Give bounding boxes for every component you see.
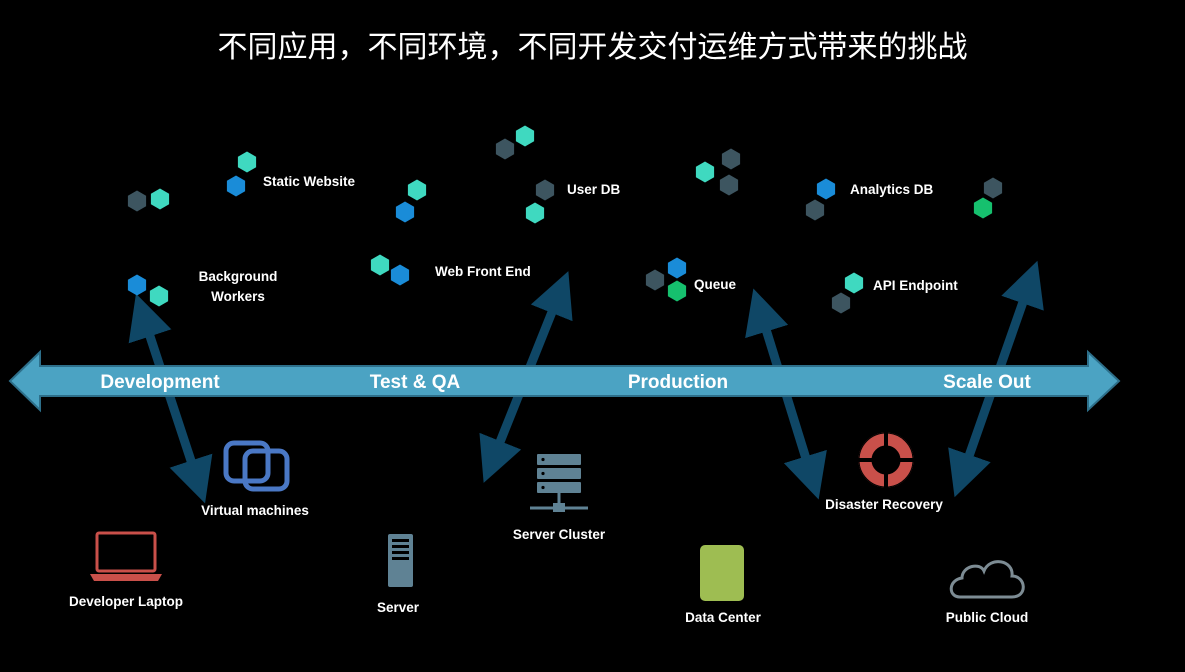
connector-development bbox=[128, 293, 213, 504]
laptop-icon bbox=[90, 531, 162, 581]
app-label-analytics-db: Analytics DB bbox=[850, 182, 934, 197]
stage-label-production: Production bbox=[628, 372, 728, 393]
hexagon-icon bbox=[844, 272, 864, 294]
stage-label-scale-out: Scale Out bbox=[943, 372, 1031, 393]
env-label-public-cloud: Public Cloud bbox=[946, 610, 1029, 625]
server-icon bbox=[388, 534, 413, 587]
hexagon-icon bbox=[127, 190, 147, 212]
hexagon-icon bbox=[645, 269, 665, 291]
timeline-bar bbox=[8, 349, 1121, 413]
app-label-background-workers-line1: Background bbox=[199, 269, 278, 284]
hexagon-icon bbox=[395, 201, 415, 223]
hexagon-icon bbox=[983, 177, 1003, 199]
lifebuoy-icon bbox=[858, 432, 914, 488]
hexagon-icon bbox=[719, 174, 739, 196]
app-label-background-workers-line2: Workers bbox=[211, 289, 265, 304]
environment-labels: Virtual machines Server Cluster Disaster… bbox=[69, 497, 1028, 625]
app-label-static-website: Static Website bbox=[263, 174, 356, 189]
hexagon-icon bbox=[390, 264, 410, 286]
env-label-server-cluster: Server Cluster bbox=[513, 527, 606, 542]
env-label-virtual-machines: Virtual machines bbox=[201, 503, 309, 518]
hexagon-icon bbox=[237, 151, 257, 173]
hexagon-icon bbox=[695, 161, 715, 183]
hexagon-icon bbox=[667, 280, 687, 302]
env-label-developer-laptop: Developer Laptop bbox=[69, 594, 183, 609]
hexagon-icon bbox=[149, 285, 169, 307]
app-label-api-endpoint: API Endpoint bbox=[873, 278, 958, 293]
timeline-arrow: Development Test & QA Production Scale O… bbox=[8, 349, 1121, 413]
hexagon-icon bbox=[816, 178, 836, 200]
virtual-machines-icon bbox=[223, 440, 290, 492]
app-label-user-db: User DB bbox=[567, 182, 621, 197]
env-label-server: Server bbox=[377, 600, 420, 615]
data-center-icon bbox=[700, 545, 744, 601]
app-hexagons bbox=[127, 125, 1003, 314]
hexagon-icon bbox=[667, 257, 687, 279]
hexagon-icon bbox=[495, 138, 515, 160]
hexagon-icon bbox=[370, 254, 390, 276]
hexagon-icon bbox=[515, 125, 535, 147]
hexagon-icon bbox=[535, 179, 555, 201]
server-cluster-icon bbox=[530, 454, 588, 512]
hexagon-icon bbox=[525, 202, 545, 224]
app-labels: Static Website User DB Analytics DB Back… bbox=[199, 174, 959, 304]
hexagon-icon bbox=[805, 199, 825, 221]
hexagon-icon bbox=[150, 188, 170, 210]
stage-label-test-qa: Test & QA bbox=[370, 372, 461, 393]
app-label-queue: Queue bbox=[694, 277, 737, 292]
env-label-disaster-recovery: Disaster Recovery bbox=[825, 497, 943, 512]
hexagon-icon bbox=[407, 179, 427, 201]
slide-title: 不同应用，不同环境，不同开发交付运维方式带来的挑战 bbox=[217, 30, 968, 65]
cloud-icon bbox=[949, 560, 1025, 599]
env-label-data-center: Data Center bbox=[685, 610, 762, 625]
hexagon-icon bbox=[226, 175, 246, 197]
hexagon-icon bbox=[831, 292, 851, 314]
hexagon-icon bbox=[973, 197, 993, 219]
hexagon-icon bbox=[721, 148, 741, 170]
app-label-web-front-end: Web Front End bbox=[435, 264, 531, 279]
stage-label-development: Development bbox=[100, 372, 220, 393]
hexagon-icon bbox=[127, 274, 147, 296]
